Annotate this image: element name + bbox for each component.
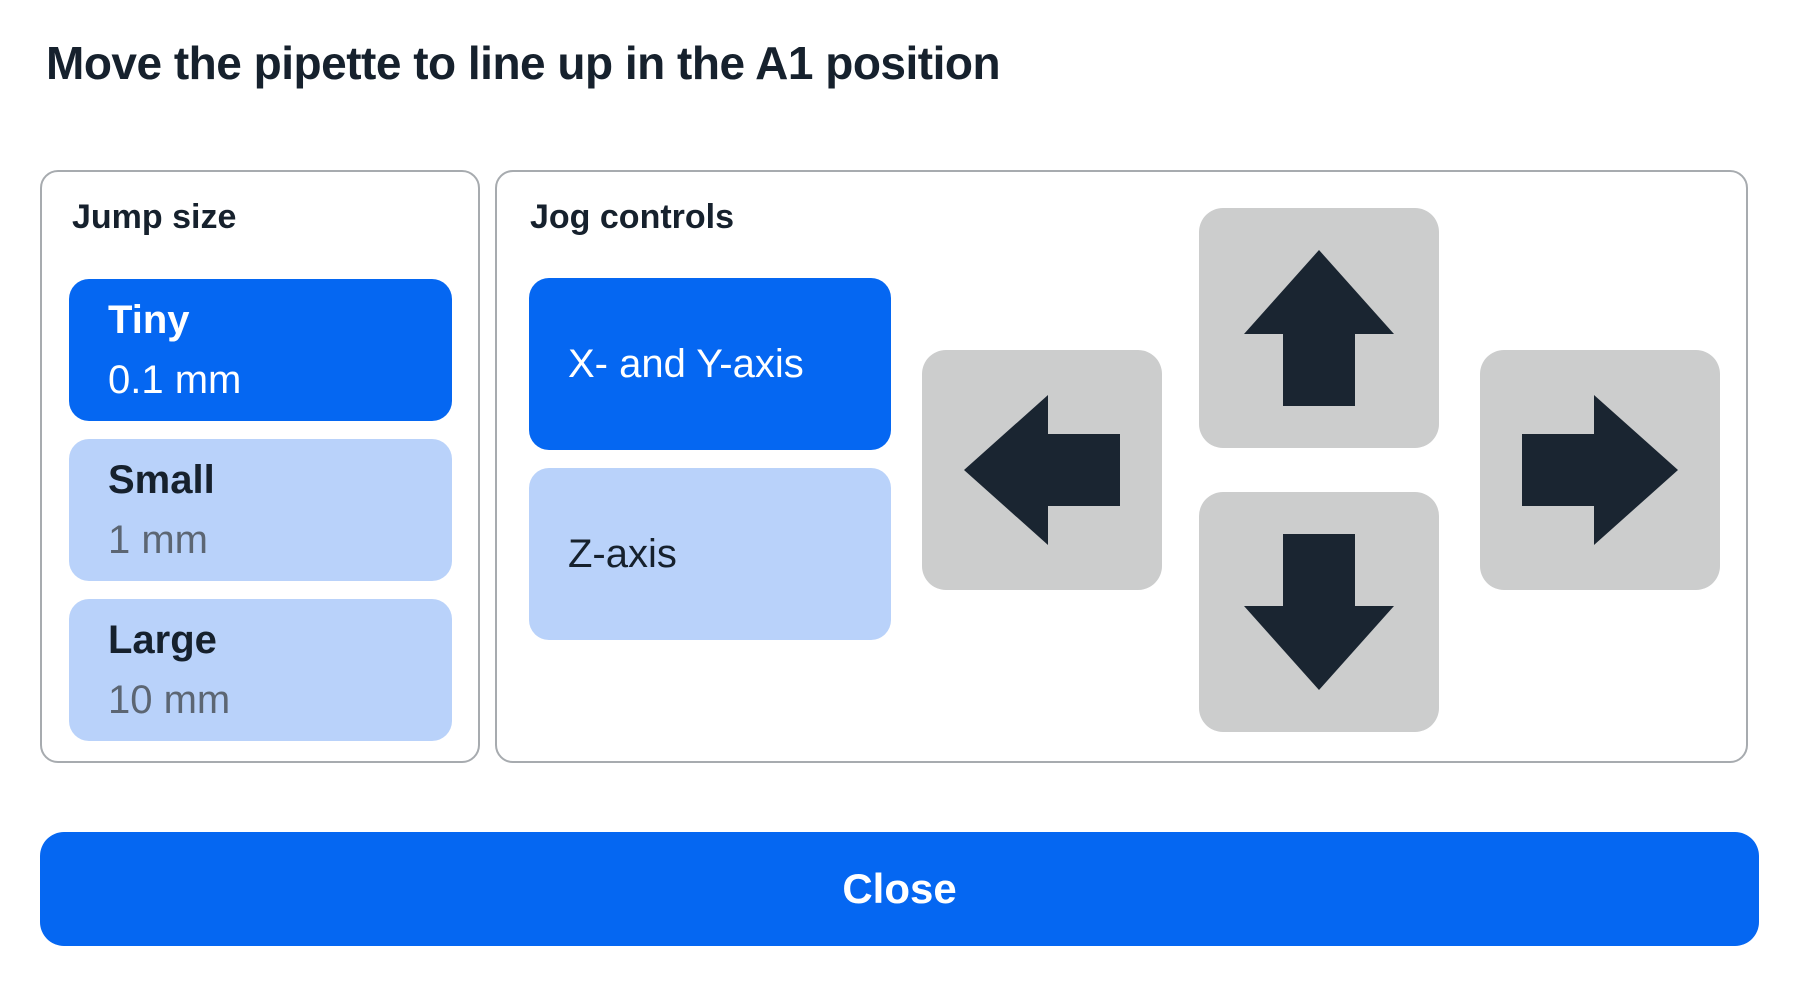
jump-option-name: Small [108,458,215,502]
axis-button-xy[interactable]: X- and Y-axis [529,278,891,450]
page-title: Move the pipette to line up in the A1 po… [46,37,1001,89]
jump-option-name: Large [108,618,217,662]
jump-option-value: 10 mm [108,678,231,722]
jump-option-value: 0.1 mm [108,358,242,402]
jump-option-tiny[interactable]: Tiny 0.1 mm [69,279,452,421]
jog-down-button[interactable] [1199,492,1439,732]
jump-option-large[interactable]: Large 10 mm [69,599,452,741]
jog-left-button[interactable] [922,350,1162,590]
arrow-down-icon [1244,533,1394,691]
close-button[interactable]: Close [40,832,1759,946]
arrow-left-icon [964,391,1120,549]
jump-option-value: 1 mm [108,518,208,562]
jump-size-panel: Jump size Tiny 0.1 mm Small 1 mm Large 1… [40,170,480,763]
axis-button-z[interactable]: Z-axis [529,468,891,640]
jog-up-button[interactable] [1199,208,1439,448]
jump-option-small[interactable]: Small 1 mm [69,439,452,581]
jog-controls-label: Jog controls [530,198,735,236]
arrow-up-icon [1244,249,1394,407]
jump-size-label: Jump size [72,198,237,236]
jog-controls-panel: Jog controls X- and Y-axis Z-axis [495,170,1748,763]
jog-right-button[interactable] [1480,350,1720,590]
arrow-right-icon [1522,391,1678,549]
jump-option-name: Tiny [108,298,190,342]
